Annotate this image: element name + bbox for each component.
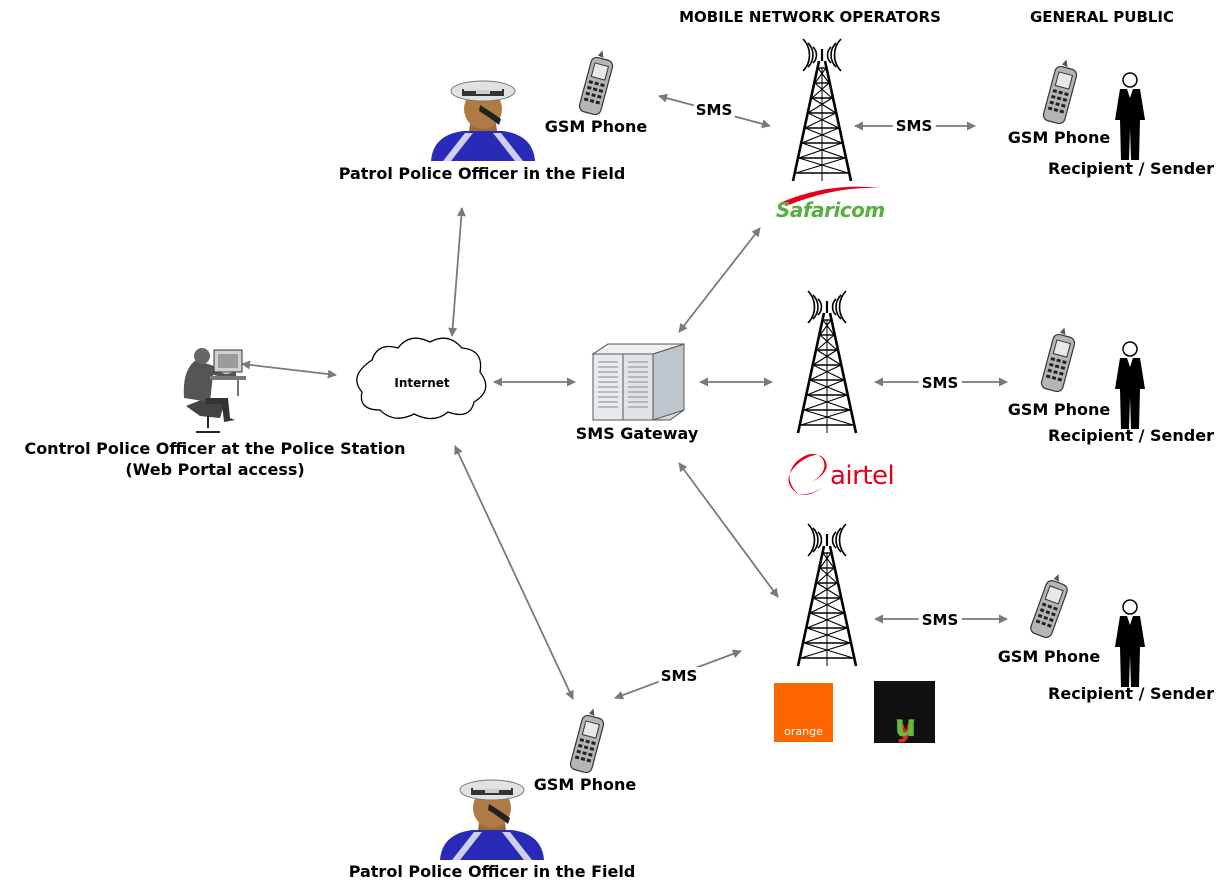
gsm-phone-icon (1039, 324, 1079, 394)
gsm-phone-icon (568, 705, 608, 775)
arrow-patrol-top-internet (448, 207, 466, 337)
gsm-phone-icon (577, 47, 617, 117)
header-general-public: GENERAL PUBLIC (1029, 8, 1175, 26)
sms-label-public-3: SMS (918, 611, 962, 629)
internet-label: Internet (394, 376, 450, 390)
gsm-phone-label-patrol-bottom: GSM Phone (533, 775, 637, 794)
gsm-phone-label-public-1: GSM Phone (1007, 128, 1111, 147)
cell-tower-icon (796, 522, 858, 668)
arrow-internet-patrol-bottom (454, 445, 574, 700)
airtel-logo: airtel (830, 461, 895, 491)
gsm-phone-icon (1028, 570, 1073, 640)
recipient-sender-label-1: Recipient / Sender (1048, 159, 1214, 178)
police-officer-icon (439, 779, 545, 861)
arrow-gateway-tower-orange (678, 462, 779, 598)
gsm-phone-label-public-2: GSM Phone (1007, 400, 1111, 419)
safaricom-logo: Safaricom (776, 198, 885, 222)
patrol-officer-top-label: Patrol Police Officer in the Field (338, 164, 626, 183)
control-officer-sublabel: (Web Portal access) (125, 460, 305, 479)
cell-tower-icon (791, 37, 853, 183)
recipient-sender-label-2: Recipient / Sender (1048, 426, 1214, 445)
recipient-sender-label-3: Recipient / Sender (1048, 684, 1214, 703)
sms-label-public-2: SMS (918, 374, 962, 392)
patrol-officer-bottom-label: Patrol Police Officer in the Field (348, 862, 636, 881)
sms-label-patrol-top: SMS (693, 101, 735, 119)
gsm-phone-label-patrol-top: GSM Phone (544, 117, 648, 136)
sms-label-patrol-bottom: SMS (658, 667, 700, 685)
sms-label-public-1: SMS (892, 117, 936, 135)
safaricom-swoosh-icon (782, 186, 880, 206)
header-mobile-network-operators: MOBILE NETWORK OPERATORS (679, 8, 941, 26)
control-officer-label: Control Police Officer at the Police Sta… (24, 439, 406, 458)
orange-logo-text: orange (784, 725, 823, 738)
yu-logo-y: y (895, 709, 916, 744)
computer-operator-icon (183, 348, 246, 433)
arrow-gateway-safaricom (678, 227, 761, 333)
person-icon (1114, 599, 1146, 688)
arrows (241, 93, 1008, 700)
yu-logo-u: u (894, 709, 916, 744)
person-icon (1114, 341, 1146, 430)
orange-logo: orange (774, 683, 833, 742)
gsm-phone-icon (1041, 56, 1081, 126)
airtel-logo-icon (788, 453, 827, 495)
cloud-icon (356, 337, 487, 420)
police-officer-icon (430, 80, 536, 162)
server-icon (591, 343, 685, 421)
person-icon (1114, 72, 1146, 161)
arrow-control-internet (241, 360, 337, 379)
cell-tower-icon (796, 289, 858, 435)
gsm-phone-label-public-3: GSM Phone (997, 647, 1101, 666)
sms-gateway-label: SMS Gateway (575, 424, 699, 443)
